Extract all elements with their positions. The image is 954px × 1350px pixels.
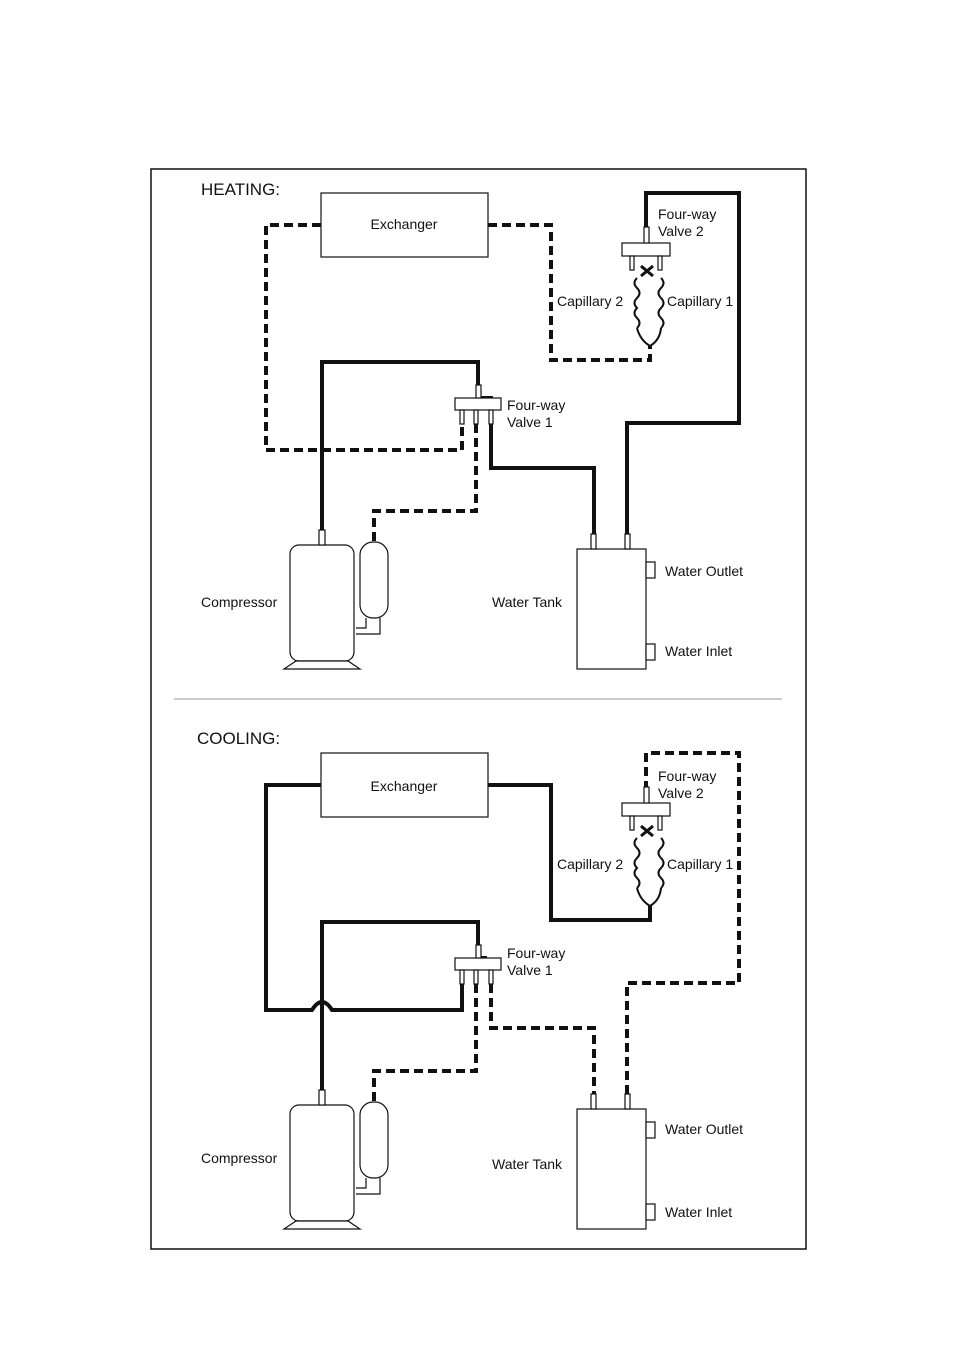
heating-pipe-compressor-valve1: [322, 362, 478, 530]
cooling-water-tank: [577, 1094, 655, 1229]
cooling-water-outlet-label: Water Outlet: [665, 1121, 743, 1137]
cooling-valve2-label-line1: Four-way: [658, 768, 716, 784]
heating-water-tank: [577, 534, 655, 669]
heating-capillary2-label: Capillary 2: [557, 293, 623, 309]
heating-valve1-label-line1: Four-way: [507, 397, 565, 413]
cooling-four-way-valve-1: [455, 945, 501, 984]
heating-water-outlet-label: Water Outlet: [665, 563, 743, 579]
heating-valve2-label-line1: Four-way: [658, 206, 716, 222]
cooling-four-way-valve-2: [622, 787, 670, 906]
outer-frame: [151, 169, 806, 1249]
heating-section: HEATING: Exchanger Four-way Valve 2 Capi…: [201, 180, 743, 669]
cooling-exchanger-label: Exchanger: [371, 778, 438, 794]
cooling-section: COOLING: Exchanger Four-way Valve 2 Capi…: [197, 729, 743, 1229]
heating-water-inlet-label: Water Inlet: [665, 643, 732, 659]
heating-valve1-label-line2: Valve 1: [507, 414, 553, 430]
heating-water-tank-label: Water Tank: [492, 594, 563, 610]
heating-valve2-label-line2: Valve 2: [658, 223, 704, 239]
heating-capillary1-label: Capillary 1: [667, 293, 733, 309]
cooling-capillary1-label: Capillary 1: [667, 856, 733, 872]
heating-four-way-valve-1: [455, 385, 501, 424]
cooling-compressor-label: Compressor: [201, 1150, 278, 1166]
heating-four-way-valve-2: [622, 227, 670, 346]
cooling-capillary2-label: Capillary 2: [557, 856, 623, 872]
heating-title: HEATING:: [201, 180, 280, 199]
cooling-pipe-compressor-valve1: [322, 922, 478, 1090]
cooling-pipe-valve1-tank: [491, 970, 594, 1094]
cooling-valve1-label-line2: Valve 1: [507, 962, 553, 978]
heating-compressor-label: Compressor: [201, 594, 278, 610]
cooling-water-tank-label: Water Tank: [492, 1156, 563, 1172]
cooling-compressor: [284, 1090, 388, 1229]
heating-pipe-exchanger-valve1: [266, 225, 462, 450]
cooling-pipe-exchanger-left: [266, 785, 462, 1010]
heating-compressor: [284, 530, 388, 669]
cooling-valve2-label-line2: Valve 2: [658, 785, 704, 801]
heating-exchanger-label: Exchanger: [371, 216, 438, 232]
cooling-water-inlet-label: Water Inlet: [665, 1204, 732, 1220]
cooling-title: COOLING:: [197, 729, 280, 748]
cooling-valve1-label-line1: Four-way: [507, 945, 565, 961]
